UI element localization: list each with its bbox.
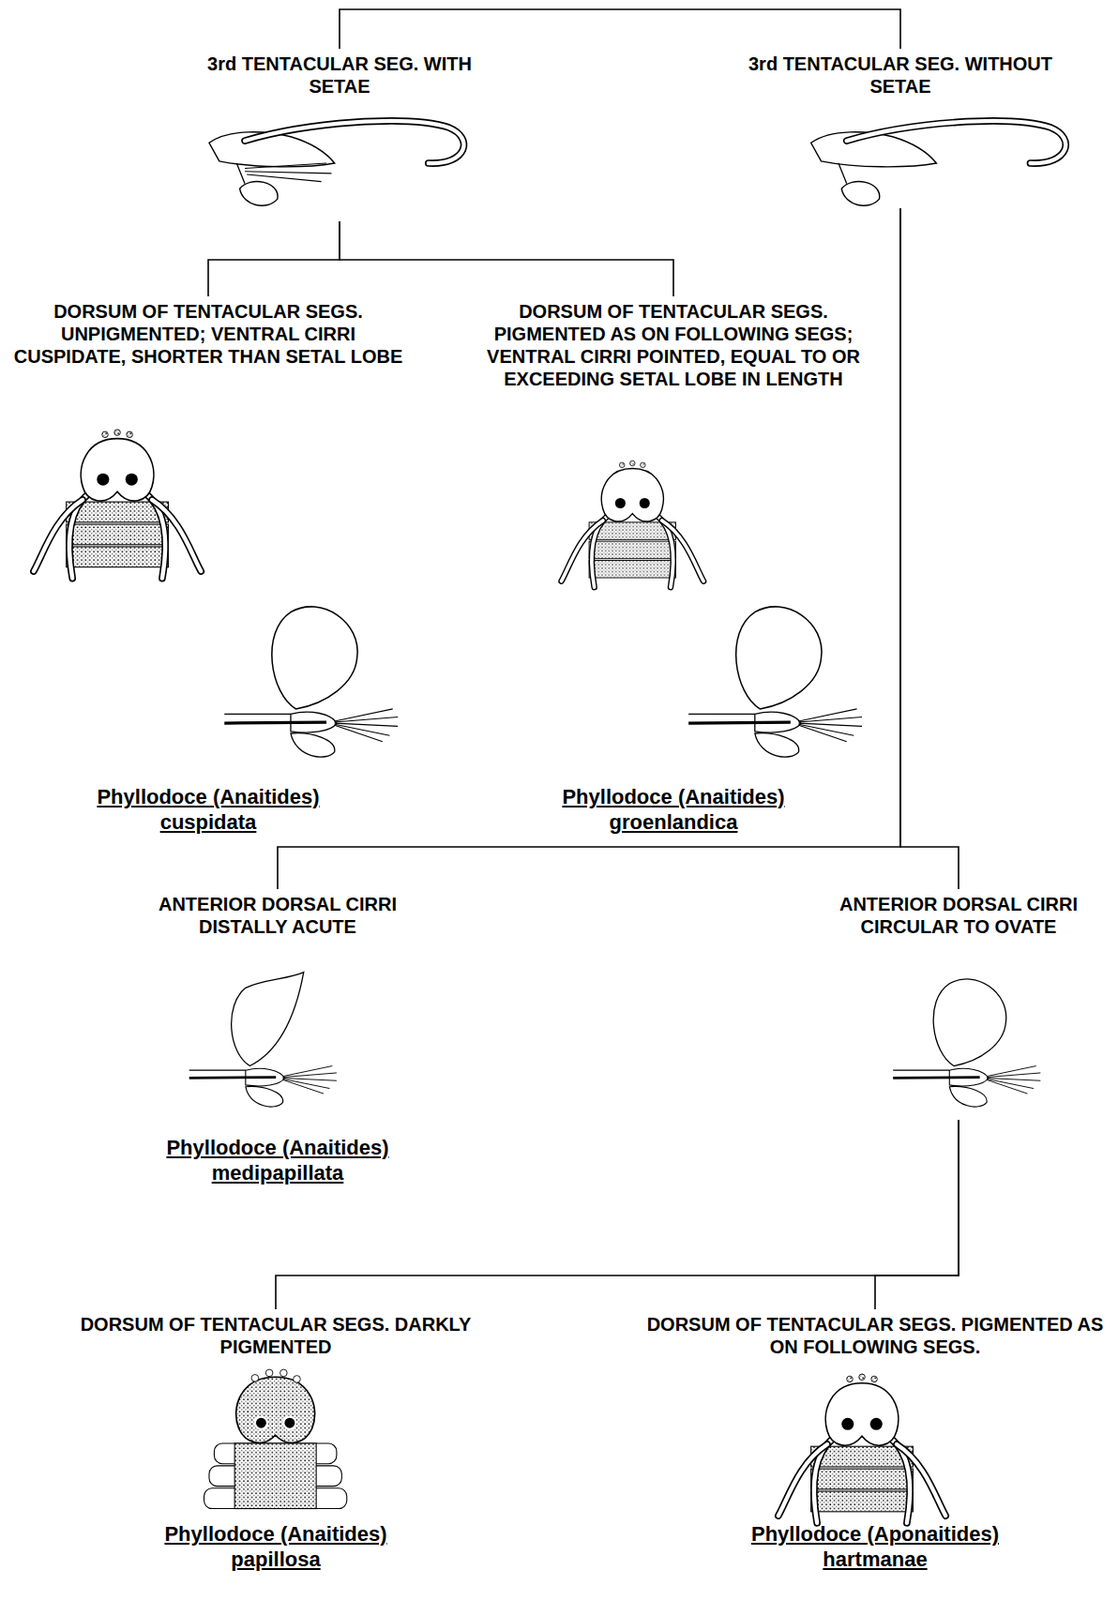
- species-name: Phyllodoce (Anaitides) papillosa: [120, 1521, 431, 1572]
- couplet-text: ANTERIOR DORSAL CIRRI CIRCULAR TO OVATE: [808, 892, 1109, 938]
- head-groenlandica: [561, 460, 705, 588]
- couplet-text: DORSUM OF TENTACULAR SEGS. PIGMENTED AS …: [640, 1313, 1110, 1359]
- head-hartmanae: [778, 1374, 946, 1524]
- parapodium-circular: [892, 979, 1041, 1107]
- key-connector: [875, 1119, 959, 1310]
- key-couplet: 3rd TENTACULAR SEG. WITHOUT SETAE: [745, 52, 1056, 209]
- key-connector: [339, 221, 674, 297]
- terminal-couplet: DORSUM OF TENTACULAR SEGS. PIGMENTED AS …: [640, 1313, 1110, 1576]
- terminal-couplet: DORSUM OF TENTACULAR SEGS. UNPIGMENTED; …: [9, 300, 408, 839]
- key-connector: [339, 9, 901, 49]
- couplet-text: DORSUM OF TENTACULAR SEGS. DARKLY PIGMEN…: [69, 1313, 483, 1359]
- couplet-text: 3rd TENTACULAR SEG. WITH SETAE: [189, 52, 490, 98]
- setae: [244, 163, 332, 182]
- tentacular-segment-with-setae: [209, 120, 465, 206]
- species-name: Phyllodoce (Aponaitides) hartmanae: [720, 1521, 1030, 1572]
- key-connector: [900, 208, 959, 890]
- parapodium-medipapillata: [189, 972, 337, 1107]
- species-name: Phyllodoce (Anaitides) medipapillata: [122, 1134, 433, 1186]
- parapodium-groenlandica: [688, 606, 862, 757]
- head-papillosa: [204, 1369, 348, 1509]
- couplet-text: ANTERIOR DORSAL CIRRI DISTALLY ACUTE: [118, 892, 438, 938]
- key-couplet: 3rd TENTACULAR SEG. WITH SETAE: [189, 52, 490, 222]
- key-couplet: ANTERIOR DORSAL CIRRI CIRCULAR TO OVATE: [808, 892, 1109, 1120]
- tentacular-segment-without-setae: [811, 120, 1067, 206]
- head-cuspidata: [33, 429, 201, 579]
- species-name: Phyllodoce (Anaitides) groenlandica: [518, 784, 829, 835]
- key-connector: [208, 221, 340, 297]
- key-connector: [277, 208, 901, 890]
- terminal-couplet: DORSUM OF TENTACULAR SEGS. DARKLY PIGMEN…: [69, 1313, 483, 1576]
- couplet-text: DORSUM OF TENTACULAR SEGS. PIGMENTED AS …: [476, 300, 871, 391]
- terminal-couplet: DORSUM OF TENTACULAR SEGS. PIGMENTED AS …: [476, 300, 871, 839]
- couplet-text: DORSUM OF TENTACULAR SEGS. UNPIGMENTED; …: [9, 300, 408, 368]
- terminal-couplet: ANTERIOR DORSAL CIRRI DISTALLY ACUTE Phyl…: [118, 892, 438, 1190]
- species-name: Phyllodoce (Anaitides) cuspidata: [53, 784, 363, 835]
- parapodium-cuspidata: [224, 606, 398, 757]
- couplet-text: 3rd TENTACULAR SEG. WITHOUT SETAE: [745, 52, 1056, 98]
